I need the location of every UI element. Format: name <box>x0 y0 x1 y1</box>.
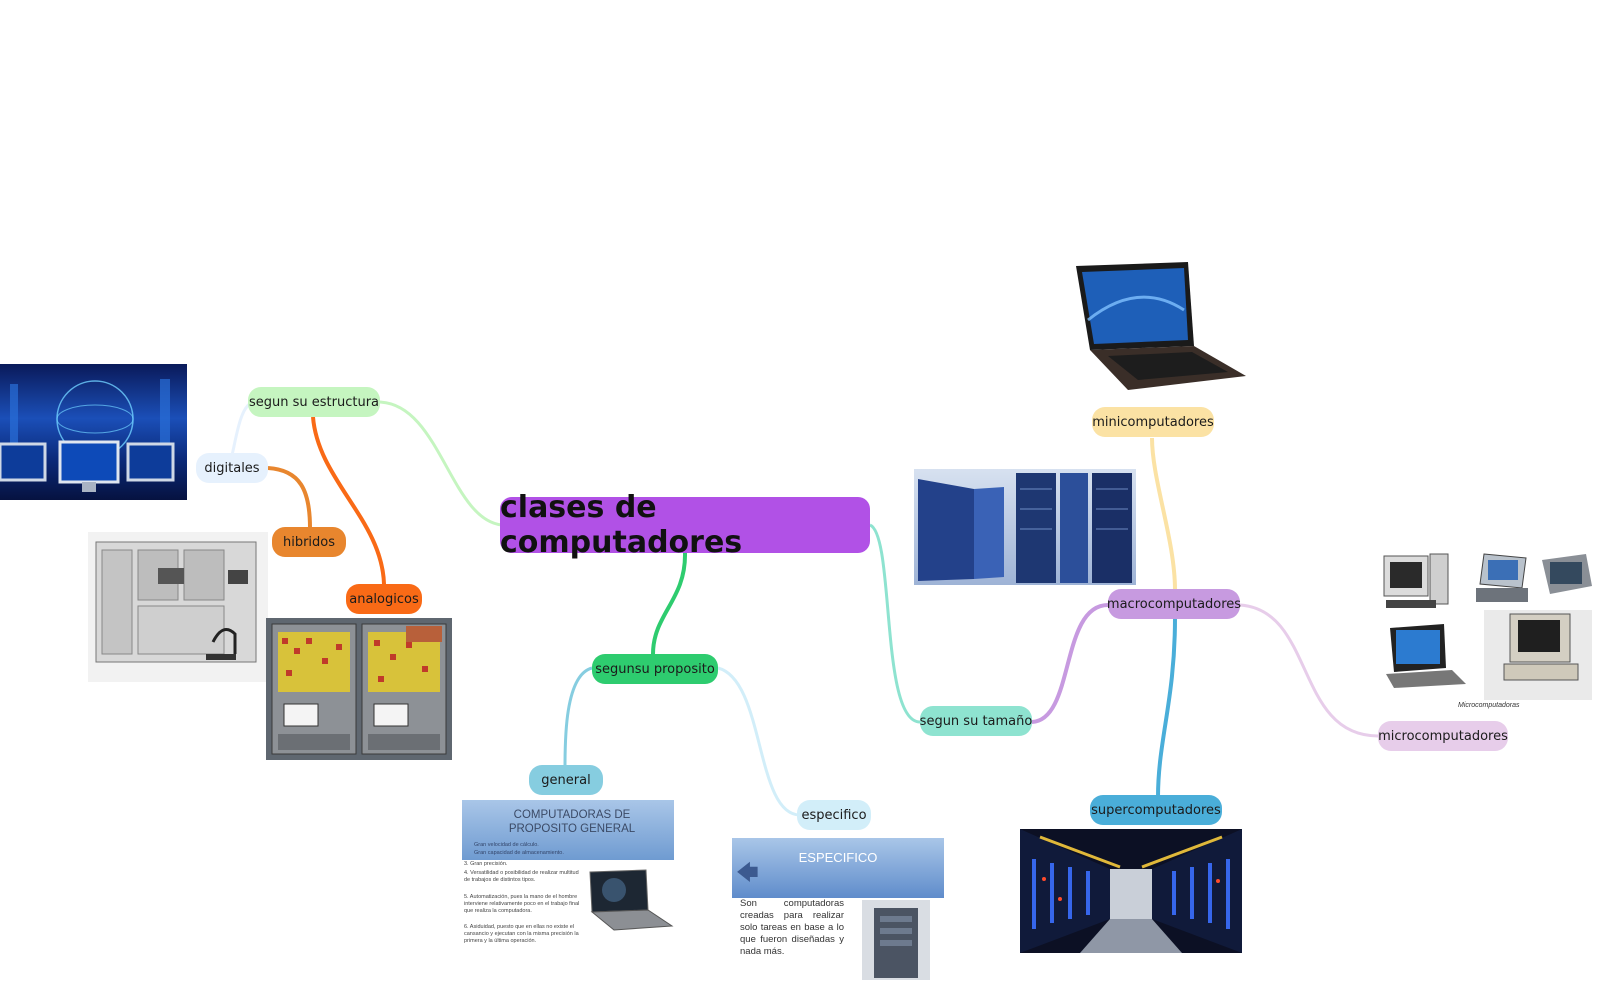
node-analogicos[interactable]: analogicos <box>346 584 422 614</box>
general-slide-item-6: 6. Asiduidad, puesto que en ellas no exi… <box>464 924 579 944</box>
general-slide-title: COMPUTADORAS DE PROPOSITO GENERAL <box>508 809 636 835</box>
node-segun-su-estructura[interactable]: segun su estructura <box>248 387 380 417</box>
analogicos-image <box>266 618 452 760</box>
general-slide-item-1: Gran velocidad de cálculo. <box>474 842 539 848</box>
back-arrow-icon: 🡄 <box>736 861 759 886</box>
macrocomputadores-image <box>914 469 1136 585</box>
general-slide-item-4: 4. Versatilidad o posibilidad de realiza… <box>464 870 579 883</box>
general-slide-image: COMPUTADORAS DE PROPOSITO GENERAL Gran v… <box>462 800 676 960</box>
micro-caption: Microcomputadoras <box>1458 702 1520 709</box>
link-proposito-especifico <box>717 666 801 817</box>
node-hibridos[interactable]: hibridos <box>272 527 346 557</box>
digitales-image <box>0 364 187 500</box>
especifico-slide-title: ESPECIFICO <box>798 850 878 865</box>
node-digitales[interactable]: digitales <box>196 453 268 483</box>
microcomputadores-image: Microcomputadoras <box>1380 548 1598 716</box>
server-icon <box>862 900 930 980</box>
node-macrocomputadores[interactable]: macrocomputadores <box>1107 589 1241 619</box>
hibridos-image <box>88 532 268 682</box>
link-proposito-general <box>563 666 593 768</box>
supercomputadores-image <box>1020 829 1242 953</box>
node-minicomputadores[interactable]: minicomputadores <box>1092 407 1214 437</box>
node-general[interactable]: general <box>529 765 603 795</box>
node-segunsu-proposito[interactable]: segunsu proposito <box>592 654 718 684</box>
node-supercomputadores[interactable]: supercomputadores <box>1090 795 1222 825</box>
link-root-estructura <box>377 400 503 527</box>
node-especifico[interactable]: especifico <box>797 800 871 830</box>
especifico-slide-body: Son computadoras creadas para realizar s… <box>740 898 844 957</box>
node-microcomputadores[interactable]: microcomputadores <box>1378 721 1508 751</box>
link-root-tamano <box>869 523 921 724</box>
link-macro-mini <box>1150 437 1177 591</box>
node-segun-su-tamano[interactable]: segun su tamaño <box>920 706 1032 736</box>
general-slide-item-3: 3. Gran precisión. <box>464 861 508 867</box>
general-slide-item-5: 5. Automatización, pues la mano de el ho… <box>464 894 580 914</box>
link-macro-micro <box>1239 603 1379 738</box>
root-topic[interactable]: clases de computadores <box>500 490 870 560</box>
link-tamano-macro <box>1031 603 1109 724</box>
laptop-icon <box>589 869 674 931</box>
link-estructura-analogicos <box>311 416 386 585</box>
minicomputadores-image <box>1068 260 1250 400</box>
general-slide-item-2: Gran capacidad de almacenamiento. <box>474 850 564 856</box>
especifico-slide-image: 🡄 ESPECIFICO Son computadoras creadas pa… <box>732 838 944 983</box>
link-digitales-hibridos <box>267 466 312 529</box>
link-macro-super <box>1156 617 1177 798</box>
link-root-proposito <box>651 552 688 655</box>
